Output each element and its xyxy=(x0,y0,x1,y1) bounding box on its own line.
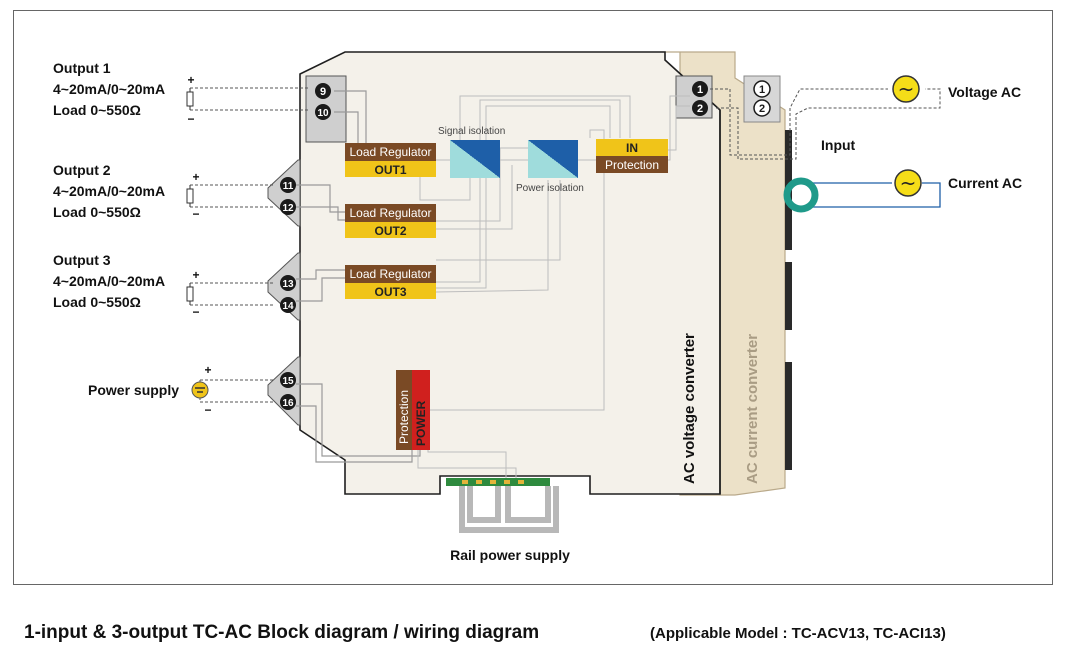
svg-text:+: + xyxy=(204,363,211,377)
out3-label: OUT3 xyxy=(374,285,406,299)
terminal-2-current: 2 xyxy=(759,103,765,115)
external-output-wiring xyxy=(186,87,310,403)
svg-text:+: + xyxy=(192,170,199,184)
power-protection-label: Protection xyxy=(397,390,411,444)
in-label: IN xyxy=(626,141,638,155)
ac-voltage-converter-label: AC voltage converter xyxy=(681,333,698,484)
svg-text:+: + xyxy=(192,268,199,282)
in-protection-label: Protection xyxy=(605,158,659,172)
load-regulator-2: Load Regulator OUT2 xyxy=(345,204,436,238)
out2-label: OUT2 xyxy=(374,224,406,238)
load-regulator-2-label: Load Regulator xyxy=(349,206,431,220)
rail-power-label: Rail power supply xyxy=(450,547,570,563)
signal-isolation-block xyxy=(450,140,500,178)
output-2-title: Output 2 xyxy=(53,162,111,178)
load-regulator-1: Load Regulator OUT1 xyxy=(345,143,436,177)
output-1-title: Output 1 xyxy=(53,60,111,76)
current-input-terminal-block xyxy=(743,75,781,123)
power-isolation-label: Power isolation xyxy=(516,183,584,194)
internal-wiring xyxy=(296,90,690,478)
out1-label: OUT1 xyxy=(374,163,406,177)
power-label: POWER xyxy=(414,400,428,446)
ac-current-converter-label: AC current converter xyxy=(744,334,761,484)
caption-title: 1-input & 3-output TC-AC Block diagram /… xyxy=(24,622,540,643)
terminal-10: 10 xyxy=(317,108,329,119)
caption: 1-input & 3-output TC-AC Block diagram /… xyxy=(20,622,1050,646)
svg-text:+: + xyxy=(187,73,194,87)
output-1-load: Load 0~550Ω xyxy=(53,102,141,118)
polarity-marks: + − + − + − + − xyxy=(187,73,211,417)
output-1-range: 4~20mA/0~20mA xyxy=(53,81,165,97)
power-supply-label: Power supply xyxy=(88,382,179,398)
svg-text:−: − xyxy=(204,403,211,417)
terminal-1-voltage: 1 xyxy=(697,84,703,96)
terminal-11: 11 xyxy=(283,181,294,192)
voltage-ac-symbol: ~ xyxy=(898,77,915,101)
load-regulator-1-label: Load Regulator xyxy=(349,145,431,159)
current-ac-source-icon xyxy=(894,169,922,197)
output-2-load: Load 0~550Ω xyxy=(53,204,141,220)
output-3-range: 4~20mA/0~20mA xyxy=(53,273,165,289)
caption-models: (Applicable Model : TC-ACV13, TC-ACI13) xyxy=(650,625,946,642)
svg-text:−: − xyxy=(192,207,199,221)
current-converter-right-tabs xyxy=(785,130,792,470)
power-isolation-block xyxy=(528,140,578,178)
terminal-9: 9 xyxy=(320,86,326,98)
current-input-wiring: ~ xyxy=(783,169,941,213)
terminal-1-current: 1 xyxy=(759,84,765,96)
output-3-load: Load 0~550Ω xyxy=(53,294,141,310)
terminal-16: 16 xyxy=(282,398,294,409)
output-3-title: Output 3 xyxy=(53,252,111,268)
rail-connector xyxy=(446,478,559,533)
svg-text:−: − xyxy=(192,305,199,319)
signal-isolation-label: Signal isolation xyxy=(438,126,505,137)
load-regulator-3: Load Regulator OUT3 xyxy=(345,265,436,299)
voltage-ac-source-icon xyxy=(892,75,920,103)
terminal-12: 12 xyxy=(282,203,294,214)
terminal-numbers: 9 10 11 12 13 14 15 16 1 2 1 2 xyxy=(280,80,771,410)
output-2-range: 4~20mA/0~20mA xyxy=(53,183,165,199)
terminal-15: 15 xyxy=(282,376,294,387)
voltage-input-wiring: ~ xyxy=(710,75,941,160)
terminal-13: 13 xyxy=(282,279,294,290)
power-protection-block: Protection POWER xyxy=(396,370,430,450)
current-ac-symbol: ~ xyxy=(900,171,917,195)
current-ac-label: Current AC xyxy=(948,175,1022,191)
svg-text:−: − xyxy=(187,112,194,126)
input-protection-block: IN Protection xyxy=(596,139,668,173)
wiring-diagram: Load Regulator OUT1 Load Regulator OUT2 … xyxy=(53,51,1022,563)
terminal-14: 14 xyxy=(282,301,294,312)
load-regulator-3-label: Load Regulator xyxy=(349,267,431,281)
terminal-2-voltage: 2 xyxy=(697,103,703,115)
input-label: Input xyxy=(821,137,856,153)
voltage-ac-label: Voltage AC xyxy=(948,84,1021,100)
current-transformer-ring xyxy=(783,177,819,213)
